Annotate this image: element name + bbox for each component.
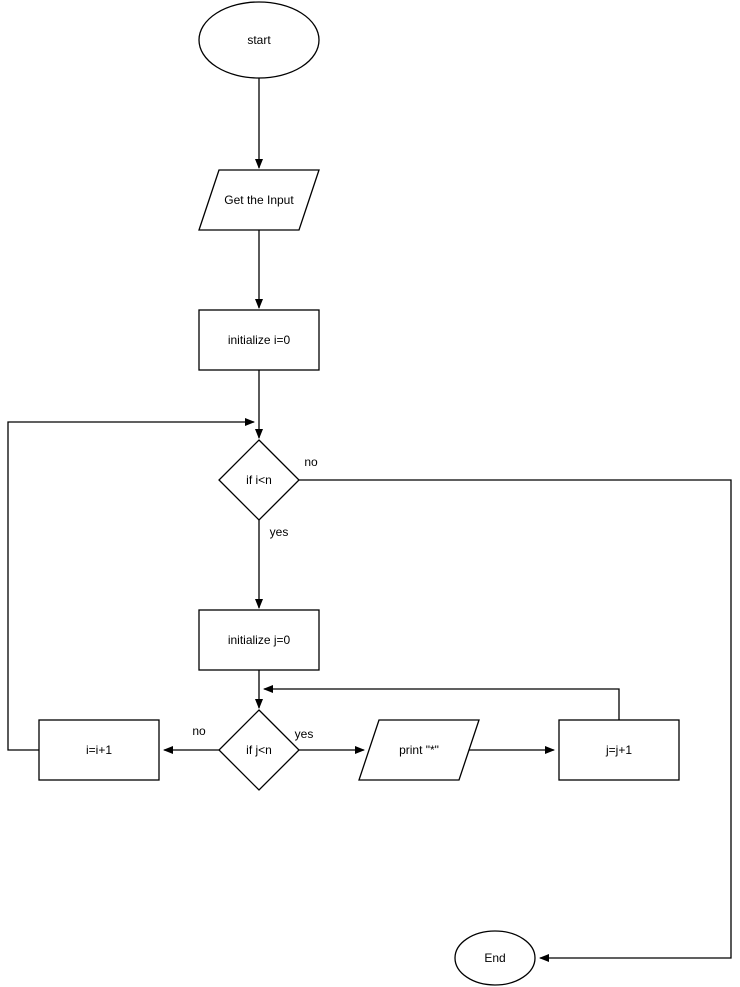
inc-i-rectangle xyxy=(38,719,160,781)
inc-j-rectangle xyxy=(558,719,680,781)
init-i-rectangle xyxy=(198,309,320,371)
print-star-parallelogram xyxy=(358,719,480,781)
cond-j-diamond xyxy=(218,709,300,791)
edge-label-cond-i-no: no xyxy=(304,455,318,469)
edge-label-cond-j-yes: yes xyxy=(295,727,314,741)
edge-inc-j-loop-back xyxy=(263,685,620,720)
edge-label-cond-j-no: no xyxy=(192,724,206,738)
node-inc-j: j=j+1 xyxy=(558,719,680,781)
print-star-label: print "*" xyxy=(399,743,439,757)
inc-j-label: j=j+1 xyxy=(605,743,632,757)
node-cond-i: if i<n xyxy=(218,439,300,521)
inc-i-label: i=i+1 xyxy=(86,743,112,757)
cond-i-label: if i<n xyxy=(246,473,272,487)
init-j-label: initialize j=0 xyxy=(228,633,291,647)
init-i-label: initialize i=0 xyxy=(228,333,291,347)
node-init-j: initialize j=0 xyxy=(198,609,320,671)
start-label: start xyxy=(247,33,271,47)
cond-i-diamond xyxy=(218,439,300,521)
edge-inc-i-loop-back xyxy=(7,418,255,751)
end-label: End xyxy=(484,951,505,965)
edge-labels: no yes no yes xyxy=(192,455,318,741)
node-end: End xyxy=(454,930,536,986)
node-get-input: Get the Input xyxy=(198,169,320,231)
node-print-star: print "*" xyxy=(358,719,480,781)
get-input-label: Get the Input xyxy=(224,193,294,207)
edge-cond-i-no-to-end xyxy=(299,479,732,962)
init-j-rectangle xyxy=(198,609,320,671)
node-inc-i: i=i+1 xyxy=(38,719,160,781)
start-ellipse xyxy=(198,1,320,79)
node-cond-j: if j<n xyxy=(218,709,300,791)
edge-label-cond-i-yes: yes xyxy=(270,525,289,539)
get-input-parallelogram xyxy=(198,169,320,231)
end-ellipse xyxy=(454,930,536,986)
edges xyxy=(7,78,732,962)
node-start: start xyxy=(198,1,320,79)
node-init-i: initialize i=0 xyxy=(198,309,320,371)
cond-j-label: if j<n xyxy=(246,743,272,757)
